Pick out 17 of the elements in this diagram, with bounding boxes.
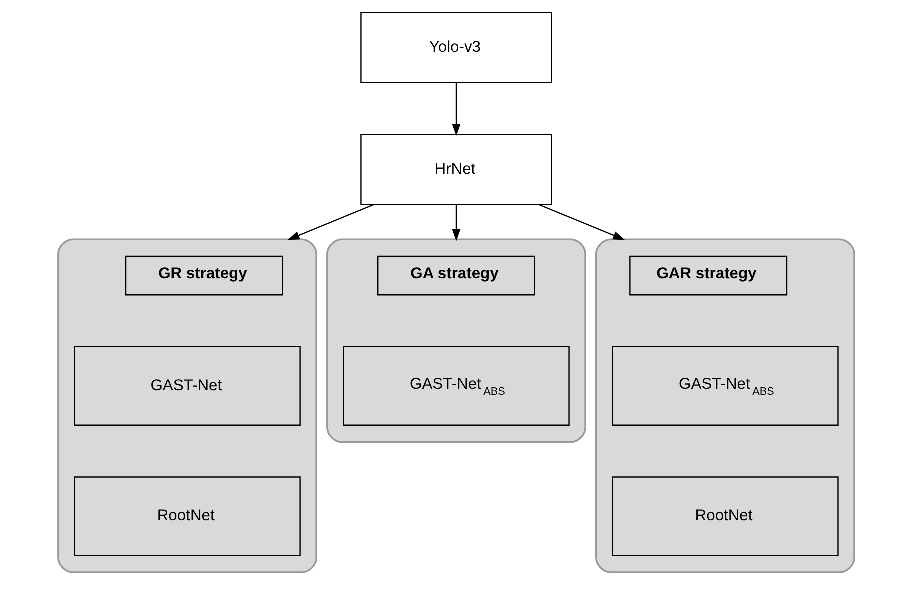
arrow [452,204,461,242]
node-box: GAR strategy [630,256,788,296]
node-box: GA strategy [378,256,536,296]
arrow [452,82,461,136]
node-box: Yolo-v3 [360,12,552,84]
cluster [326,238,586,444]
node-box: RootNet [74,476,301,556]
node-box: GR strategy [125,256,284,296]
node-box: GAST-Net$_{ABS}$ [343,346,570,426]
node-box: HrNet [360,134,552,206]
arrow [538,204,626,240]
cluster [596,238,856,574]
node-box: RootNet [612,476,839,556]
node-box: GAST-Net$_{ABS}$ [612,346,839,426]
node-box: GAST-Net [74,346,301,426]
arrow [288,204,375,240]
cluster [58,238,318,574]
